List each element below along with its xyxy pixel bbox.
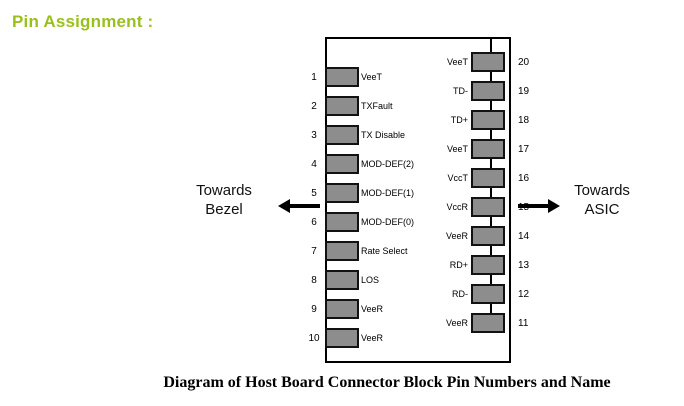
pin-label: LOS bbox=[361, 275, 380, 285]
towards-bezel-line1: Towards bbox=[196, 182, 252, 199]
pin-label: VccT bbox=[447, 173, 468, 183]
pin-row-left-2: 2 TXFault bbox=[303, 94, 393, 118]
pin-row-left-3: 3 TX Disable bbox=[303, 123, 405, 147]
page-title: Pin Assignment : bbox=[12, 12, 154, 31]
pin-pad[interactable] bbox=[471, 284, 505, 304]
pin-pad[interactable] bbox=[471, 226, 505, 246]
pin-label: MOD-DEF(0) bbox=[361, 217, 414, 227]
pin-row-left-6: 6 MOD-DEF(0) bbox=[303, 210, 414, 234]
pin-number: 3 bbox=[311, 129, 317, 141]
pin-row-left-7: 7 Rate Select bbox=[303, 239, 408, 263]
pin-pad[interactable] bbox=[325, 183, 359, 203]
towards-bezel-line2: Bezel bbox=[205, 201, 243, 218]
pin-number: 9 bbox=[311, 303, 317, 315]
pin-pad[interactable] bbox=[471, 110, 505, 130]
pin-pad[interactable] bbox=[325, 67, 359, 87]
pin-label: RD+ bbox=[449, 260, 468, 270]
pin-number: 12 bbox=[518, 288, 530, 300]
pin-row-right-18: TD+ 18 bbox=[424, 108, 548, 132]
pin-pad[interactable] bbox=[471, 139, 505, 159]
arrow-left-icon bbox=[278, 199, 320, 213]
pin-number: 13 bbox=[518, 259, 530, 271]
pin-label: VeeT bbox=[446, 57, 468, 67]
pin-pad[interactable] bbox=[471, 313, 505, 333]
diagram-caption: Diagram of Host Board Connector Block Pi… bbox=[163, 374, 611, 391]
pin-pad[interactable] bbox=[471, 255, 505, 275]
pin-number: 8 bbox=[311, 274, 317, 286]
pin-row-right-11: VeeR 11 bbox=[424, 311, 548, 335]
pin-row-left-1: 1 VeeT bbox=[303, 65, 382, 89]
pin-number: 7 bbox=[311, 245, 317, 257]
pin-row-right-17: VeeT 17 bbox=[424, 137, 548, 161]
pin-label: MOD-DEF(2) bbox=[361, 159, 414, 169]
towards-bezel-label: Towards Bezel bbox=[178, 181, 270, 219]
pin-label: TXFault bbox=[361, 101, 393, 111]
pin-label: TX Disable bbox=[361, 130, 406, 140]
pin-row-left-9: 9 VeeR bbox=[303, 297, 383, 321]
pin-label: VeeR bbox=[445, 318, 468, 328]
pin-label: TD+ bbox=[450, 115, 468, 125]
pin-pad[interactable] bbox=[325, 299, 359, 319]
pin-number: 6 bbox=[311, 216, 317, 228]
towards-asic-line2: ASIC bbox=[584, 201, 620, 218]
pin-row-right-19: TD- 19 bbox=[424, 79, 548, 103]
pin-label: TD- bbox=[453, 86, 468, 96]
pin-label: VeeR bbox=[445, 231, 468, 241]
pin-pad[interactable] bbox=[471, 168, 505, 188]
pin-label: VeeR bbox=[361, 333, 384, 343]
pin-label: MOD-DEF(1) bbox=[361, 188, 414, 198]
pin-label: VeeT bbox=[446, 144, 468, 154]
pin-row-left-4: 4 MOD-DEF(2) bbox=[303, 152, 414, 176]
pin-row-left-8: 8 LOS bbox=[303, 268, 379, 292]
pin-label: RD- bbox=[452, 289, 468, 299]
pin-row-right-14: VeeR 14 bbox=[424, 224, 548, 248]
pin-label: VccR bbox=[446, 202, 468, 212]
pin-number: 2 bbox=[311, 100, 317, 112]
pin-number: 19 bbox=[518, 85, 530, 97]
pin-number: 4 bbox=[311, 158, 317, 170]
pin-pad[interactable] bbox=[325, 241, 359, 261]
arrow-right-icon bbox=[518, 199, 560, 213]
gutter-rule-right-lower bbox=[490, 170, 492, 330]
pin-pad[interactable] bbox=[325, 96, 359, 116]
pin-row-right-16: VccT 16 bbox=[424, 166, 548, 190]
pin-number: 17 bbox=[518, 143, 530, 155]
pin-row-left-5: 5 MOD-DEF(1) bbox=[303, 181, 414, 205]
pin-pad[interactable] bbox=[471, 197, 505, 217]
pin-label: VeeT bbox=[361, 72, 383, 82]
pin-label: Rate Select bbox=[361, 246, 408, 256]
pin-number: 5 bbox=[311, 187, 317, 199]
pin-pad[interactable] bbox=[471, 52, 505, 72]
pin-pad[interactable] bbox=[325, 125, 359, 145]
pin-number: 16 bbox=[518, 172, 530, 184]
towards-asic-label: Towards ASIC bbox=[556, 181, 648, 219]
towards-asic-line1: Towards bbox=[574, 182, 630, 199]
pin-label: VeeR bbox=[361, 304, 384, 314]
pin-number: 10 bbox=[308, 332, 320, 344]
pin-pad[interactable] bbox=[325, 212, 359, 232]
pin-pad[interactable] bbox=[325, 154, 359, 174]
pin-pad[interactable] bbox=[471, 81, 505, 101]
pin-number: 20 bbox=[518, 56, 530, 68]
pin-number: 14 bbox=[518, 230, 530, 242]
pin-number: 18 bbox=[518, 114, 530, 126]
pin-row-right-20: VeeT 20 bbox=[424, 50, 548, 74]
pin-row-right-13: RD+ 13 bbox=[424, 253, 548, 277]
pin-pad[interactable] bbox=[325, 270, 359, 290]
pin-pad[interactable] bbox=[325, 328, 359, 348]
gutter-rule-right-upper bbox=[490, 37, 492, 170]
pin-number: 11 bbox=[518, 317, 529, 329]
pin-row-right-12: RD- 12 bbox=[424, 282, 548, 306]
pin-number: 1 bbox=[311, 71, 317, 83]
pin-row-left-10: 10 VeeR bbox=[303, 326, 383, 350]
